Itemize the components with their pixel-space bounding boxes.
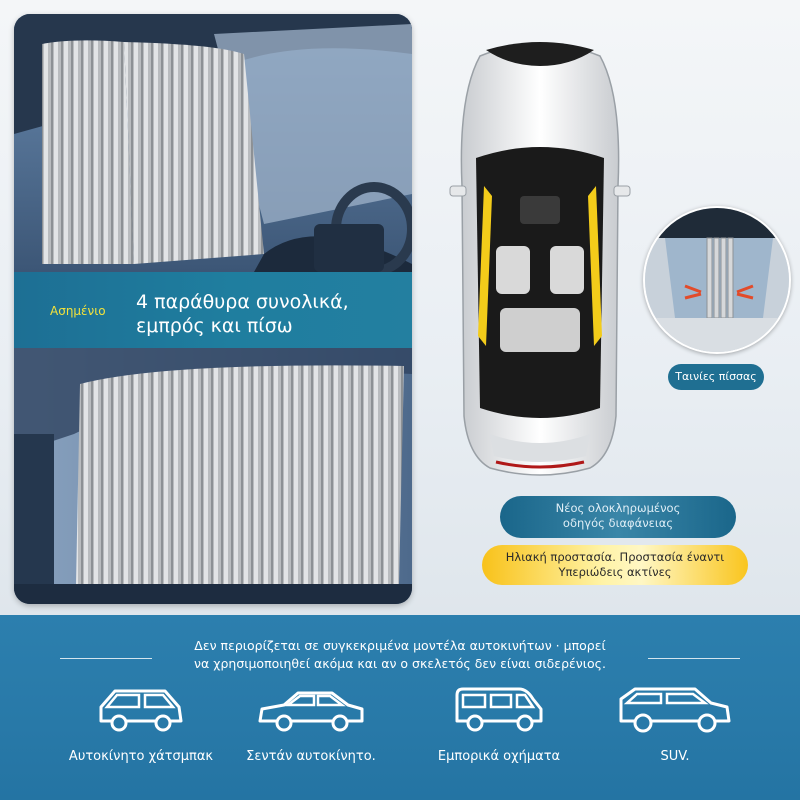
vehicle-hatchback: Αυτοκίνητο χάτσμπακ bbox=[56, 685, 226, 764]
vehicle-label-sedan: Σεντάν αυτοκίνητο. bbox=[246, 749, 376, 764]
vehicle-sedan: Σεντάν αυτοκίνητο. bbox=[226, 685, 396, 764]
sedan-icon bbox=[258, 691, 364, 732]
note-line-1: Δεν περιορίζεται σε συγκεκριμένα μοντέλα… bbox=[194, 638, 606, 653]
compatibility-section: Δεν περιορίζεται σε συγκεκριμένα μοντέλα… bbox=[0, 615, 800, 800]
sun-protection-badge: Ηλιακή προστασία. Προστασία έναντι Υπερι… bbox=[482, 545, 748, 585]
caption-band bbox=[14, 272, 412, 348]
compatibility-note: Δεν περιορίζεται σε συγκεκριμένα μοντέλα… bbox=[150, 637, 650, 673]
headline-line-1: 4 παράθυρα συνολικά, bbox=[136, 291, 349, 313]
curtain-photo bbox=[14, 14, 412, 604]
van-icon bbox=[455, 687, 543, 732]
color-label: Ασημένιο bbox=[50, 304, 106, 318]
tar-strips-label: Ταινίες πίσσας bbox=[668, 364, 764, 390]
guide-line-2: οδηγός διαφάνειας bbox=[562, 516, 674, 530]
vehicle-types: Αυτοκίνητο χάτσμπακ Σεντάν αυτοκίνητο. Ε… bbox=[0, 685, 800, 795]
sun-line-1: Ηλιακή προστασία. Προστασία έναντι bbox=[505, 550, 725, 564]
suv-icon bbox=[619, 687, 731, 733]
tar-strip-detail-image bbox=[645, 208, 789, 352]
product-showcase: Ασημένιο 4 παράθυρα συνολικά, εμπρός και… bbox=[0, 0, 800, 615]
vehicle-suv: SUV. bbox=[590, 685, 760, 764]
vehicle-label-suv: SUV. bbox=[660, 749, 690, 764]
transparency-guide-badge: Νέος ολοκληρωμένος οδηγός διαφάνειας bbox=[500, 496, 736, 538]
divider-left bbox=[60, 658, 152, 659]
vehicle-label-hatchback: Αυτοκίνητο χάτσμπακ bbox=[68, 749, 214, 764]
vehicle-label-van: Εμπορικά οχήματα bbox=[437, 749, 561, 764]
guide-line-1: Νέος ολοκληρωμένος bbox=[555, 501, 681, 515]
tar-strip-detail-inset bbox=[643, 206, 791, 354]
sun-line-2: Υπεριώδεις ακτίνες bbox=[558, 565, 672, 579]
curtain-photo-card: Ασημένιο 4 παράθυρα συνολικά, εμπρός και… bbox=[14, 14, 412, 604]
note-line-2: να χρησιμοποιηθεί ακόμα και αν ο σκελετό… bbox=[194, 656, 606, 671]
hatchback-icon bbox=[99, 689, 183, 732]
car-top-view-illustration bbox=[449, 42, 631, 476]
vehicle-van: Εμπορικά οχήματα bbox=[414, 685, 584, 764]
headline: 4 παράθυρα συνολικά, εμπρός και πίσω bbox=[136, 290, 349, 338]
divider-right bbox=[648, 658, 740, 659]
headline-line-2: εμπρός και πίσω bbox=[136, 315, 293, 337]
